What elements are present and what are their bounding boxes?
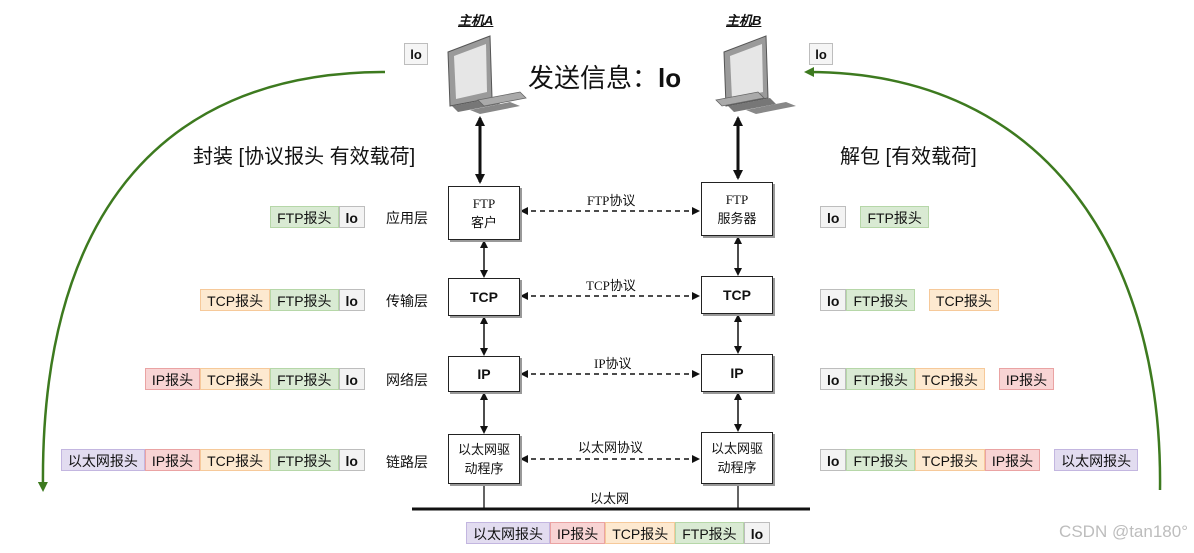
tcp-header: TCP报头	[200, 449, 271, 471]
host-b-label: 主机B	[726, 13, 762, 28]
ftp-header: FTP报头	[270, 289, 339, 311]
right-row-application: lo FTP报头	[820, 206, 929, 228]
ftp-client-line2: 客户	[470, 215, 497, 230]
ethernet-header: 以太网报头	[60, 449, 145, 471]
protocol-tcp: TCP协议	[586, 278, 636, 293]
right-data-box: lo	[809, 43, 833, 65]
ftp-header: FTP报头	[270, 449, 339, 471]
tcp-client-box: TCP	[448, 278, 520, 316]
ftp-header: FTP报头	[846, 289, 915, 311]
tcp-header: TCP报头	[200, 289, 271, 311]
ftp-header: FTP报头	[846, 368, 915, 390]
ftp-header: FTP报头	[270, 368, 339, 390]
ethernet-driver-server-box: 以太网驱 动程序	[701, 432, 773, 484]
encapsulation-caption: 封装 [协议报头 有效载荷]	[193, 146, 416, 168]
eth-server-line1: 以太网驱	[710, 441, 763, 456]
ip-server-box: IP	[701, 354, 773, 392]
payload: lo	[820, 449, 847, 471]
right-row-network: lo FTP报头 TCP报头 IP报头	[820, 368, 1055, 390]
layer-transport: 传输层	[386, 295, 428, 310]
ftp-server-line1: FTP	[725, 192, 749, 207]
tcp-header: TCP报头	[928, 289, 999, 311]
title-prefix: 发送信息：	[528, 63, 659, 93]
title: 发送信息：lo	[528, 58, 681, 95]
ftp-server-box: FTP 服务器	[701, 182, 773, 236]
ethernet-header: 以太网报头	[466, 522, 550, 544]
layer-network: 网络层	[386, 374, 428, 389]
payload: lo	[820, 368, 847, 390]
ip-header: IP报头	[984, 449, 1041, 471]
left-row-application: FTP报头 lo	[270, 206, 365, 228]
left-row-network: IP报头 TCP报头 FTP报头 lo	[144, 368, 365, 390]
left-row-link: 以太网报头 IP报头 TCP报头 FTP报头 lo	[60, 449, 365, 471]
eth-client-line1: 以太网驱	[457, 442, 510, 457]
ftp-client-box: FTP 客户	[448, 186, 520, 240]
ftp-client-line1: FTP	[472, 196, 496, 211]
computer-a-icon	[447, 35, 527, 114]
ip-header: IP报头	[144, 449, 201, 471]
ftp-header: FTP报头	[675, 522, 744, 544]
left-row-transport: TCP报头 FTP报头 lo	[200, 289, 365, 311]
medium-ethernet: 以太网	[590, 491, 630, 506]
right-row-transport: lo FTP报头 TCP报头	[820, 289, 999, 311]
payload: lo	[820, 206, 847, 228]
ftp-server-line2: 服务器	[717, 211, 757, 226]
tcp-header: TCP报头	[605, 522, 676, 544]
eth-client-line2: 动程序	[464, 461, 504, 476]
payload: lo	[338, 206, 365, 228]
ftp-header: FTP报头	[270, 206, 339, 228]
layer-link: 链路层	[386, 456, 428, 471]
protocol-ethernet: 以太网协议	[578, 440, 644, 455]
ip-header: IP报头	[550, 522, 606, 544]
ftp-header: FTP报头	[860, 206, 929, 228]
watermark: CSDN @tan180°	[1059, 522, 1188, 541]
ip-header: IP报头	[144, 368, 201, 390]
ethernet-header: 以太网报头	[1054, 449, 1139, 471]
payload: lo	[338, 449, 365, 471]
tcp-server-box: TCP	[701, 276, 773, 314]
payload: lo	[743, 522, 771, 544]
computer-b-icon	[715, 35, 796, 114]
bottom-frame-row: 以太网报头 IP报头 TCP报头 FTP报头 lo	[466, 522, 771, 544]
payload: lo	[338, 289, 365, 311]
decapsulation-caption: 解包 [有效载荷]	[840, 146, 977, 168]
tcp-header: TCP报头	[914, 449, 985, 471]
left-data-box: lo	[404, 43, 428, 65]
title-data: lo	[658, 63, 682, 93]
protocol-ip: IP协议	[594, 356, 632, 371]
eth-server-line2: 动程序	[717, 460, 757, 475]
tcp-header: TCP报头	[200, 368, 271, 390]
ip-client-box: IP	[448, 356, 520, 392]
ftp-header: FTP报头	[846, 449, 915, 471]
ethernet-driver-client-box: 以太网驱 动程序	[448, 434, 520, 484]
encapsulation-curve-arrow	[37, 70, 386, 492]
payload: lo	[338, 368, 365, 390]
right-row-link: lo FTP报头 TCP报头 IP报头 以太网报头	[820, 449, 1139, 471]
payload: lo	[820, 289, 847, 311]
host-a-label: 主机A	[458, 13, 494, 28]
layer-application: 应用层	[386, 212, 428, 227]
protocol-ftp: FTP协议	[587, 193, 636, 208]
decapsulation-curve-arrow	[804, 67, 1162, 491]
ip-header: IP报头	[998, 368, 1055, 390]
tcp-header: TCP报头	[914, 368, 985, 390]
